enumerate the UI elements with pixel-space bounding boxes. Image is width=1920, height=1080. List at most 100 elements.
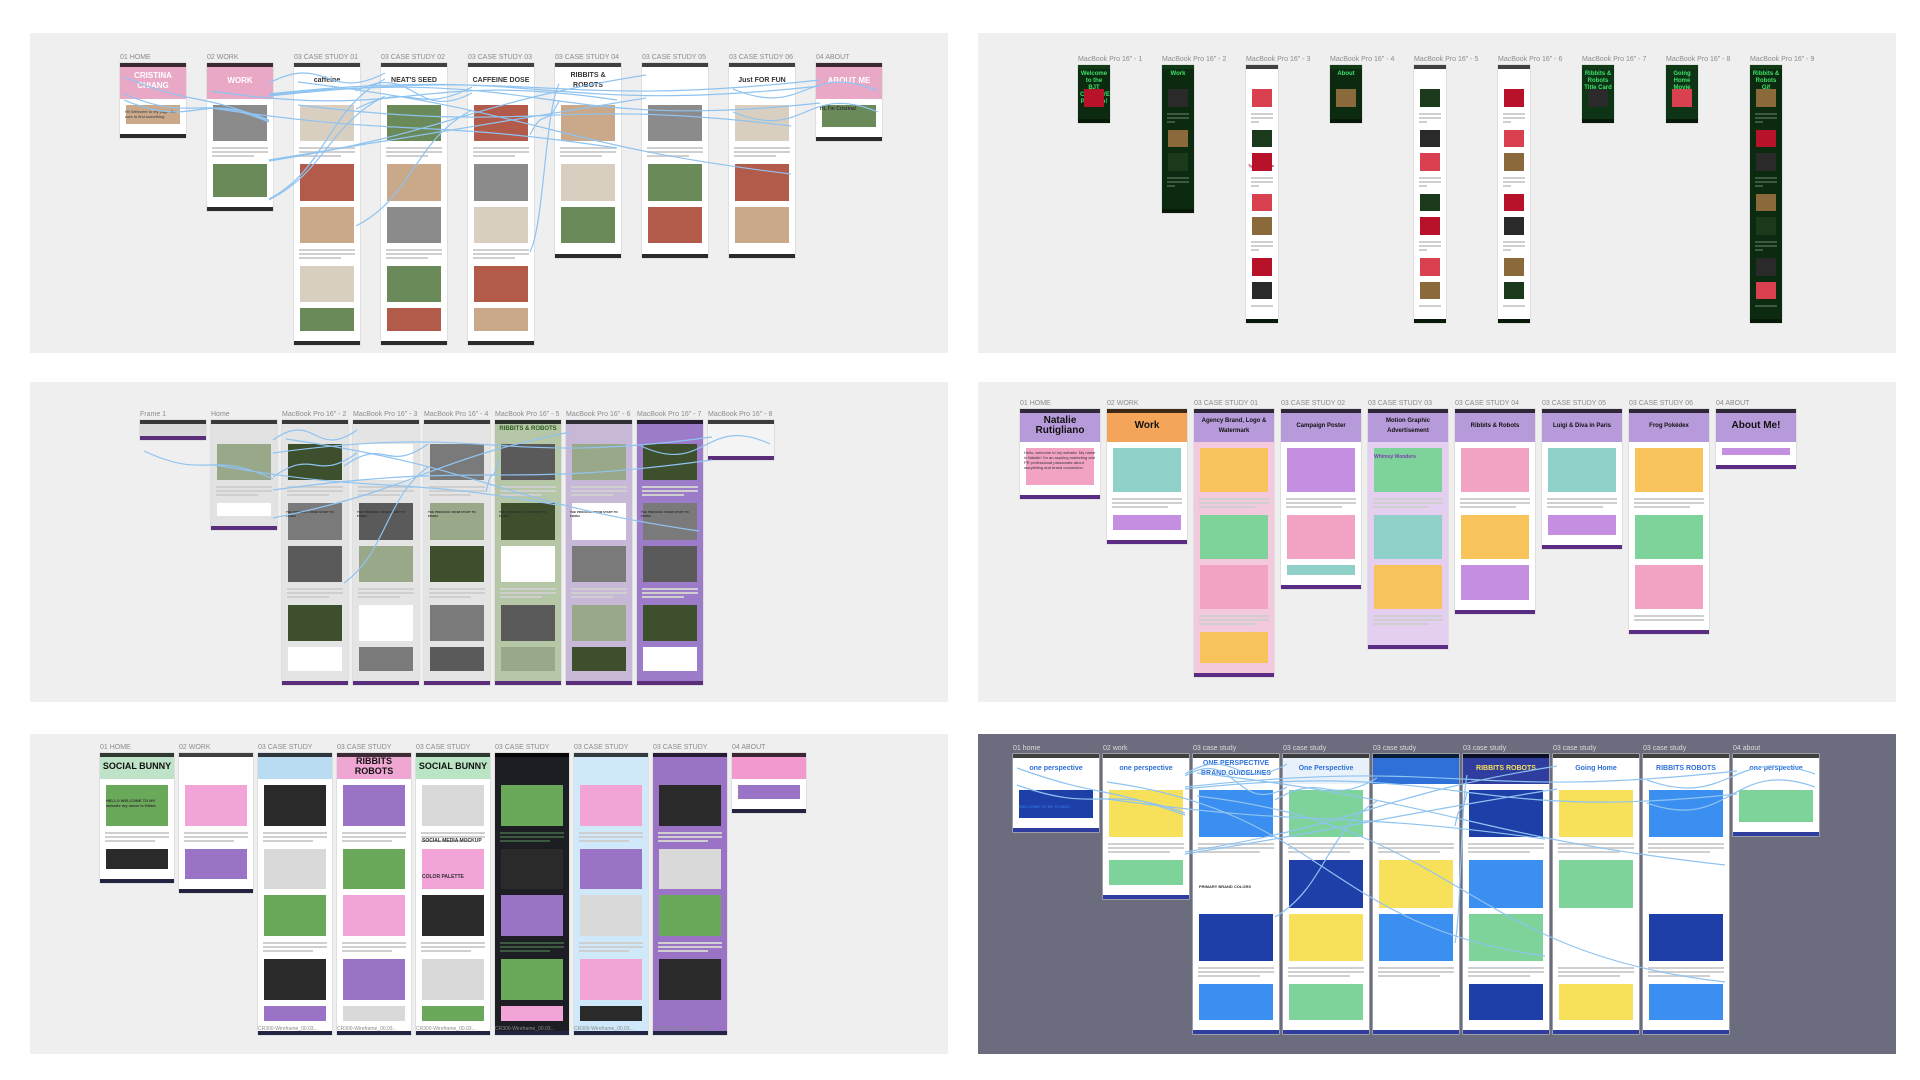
image-thumbnail[interactable] xyxy=(1420,153,1440,171)
image-thumbnail[interactable] xyxy=(572,444,626,481)
artboard-frame[interactable] xyxy=(1498,65,1530,323)
artboard-frame[interactable]: ABOUT ME xyxy=(816,63,882,141)
frame-label[interactable]: 03 CASE STUDY xyxy=(416,744,471,751)
image-thumbnail[interactable] xyxy=(300,308,354,331)
artboard-frame[interactable] xyxy=(732,753,806,813)
artboard-frame[interactable] xyxy=(574,753,648,1035)
image-thumbnail[interactable] xyxy=(1252,89,1272,107)
image-thumbnail[interactable] xyxy=(474,164,528,201)
image-thumbnail[interactable] xyxy=(1756,153,1776,171)
image-thumbnail[interactable] xyxy=(387,105,441,142)
artboard-frame[interactable] xyxy=(1246,65,1278,323)
image-thumbnail[interactable] xyxy=(359,503,413,540)
image-thumbnail[interactable] xyxy=(185,785,247,826)
frame-label[interactable]: 03 case study xyxy=(1193,745,1237,752)
image-thumbnail[interactable] xyxy=(735,206,789,243)
artboard-frame[interactable]: ONE PERSPECTIVE BRAND GUIDELINES xyxy=(1193,754,1279,1034)
image-thumbnail[interactable] xyxy=(1252,258,1272,276)
artboard-frame[interactable]: CAFFEINE DOSE xyxy=(468,63,534,345)
frame-label[interactable]: MacBook Pro 16" - 8 xyxy=(1666,56,1731,63)
image-thumbnail[interactable] xyxy=(343,848,405,890)
image-thumbnail[interactable] xyxy=(1548,448,1616,492)
artboard-frame[interactable]: Ribbits & Robots Gif xyxy=(1750,65,1782,323)
image-thumbnail[interactable] xyxy=(1504,89,1524,107)
image-thumbnail[interactable] xyxy=(1200,515,1268,559)
image-thumbnail[interactable] xyxy=(1504,217,1524,235)
image-thumbnail[interactable] xyxy=(1559,860,1633,908)
image-thumbnail[interactable] xyxy=(1379,860,1453,908)
image-thumbnail[interactable] xyxy=(1289,983,1363,1020)
image-thumbnail[interactable] xyxy=(659,848,721,890)
image-thumbnail[interactable] xyxy=(1722,448,1790,455)
artboard-frame[interactable]: Just FOR FUN xyxy=(729,63,795,258)
artboard-frame[interactable]: Frog Pokédex xyxy=(1629,409,1709,634)
frame-label[interactable]: 02 WORK xyxy=(207,54,239,61)
image-thumbnail[interactable] xyxy=(288,503,342,540)
image-thumbnail[interactable] xyxy=(648,105,702,142)
image-thumbnail[interactable] xyxy=(264,785,326,826)
image-thumbnail[interactable] xyxy=(213,164,267,197)
image-thumbnail[interactable] xyxy=(501,503,555,540)
image-thumbnail[interactable] xyxy=(580,848,642,890)
image-thumbnail[interactable] xyxy=(1420,129,1440,148)
image-thumbnail[interactable] xyxy=(1559,913,1633,961)
frame-label[interactable]: 01 HOME xyxy=(1020,400,1051,407)
image-thumbnail[interactable] xyxy=(1252,217,1272,235)
image-thumbnail[interactable] xyxy=(430,604,484,642)
image-thumbnail[interactable] xyxy=(1756,281,1776,300)
frame-label[interactable]: 03 CASE STUDY 06 xyxy=(729,54,794,61)
image-thumbnail[interactable] xyxy=(359,647,413,671)
image-thumbnail[interactable] xyxy=(659,959,721,1000)
image-thumbnail[interactable] xyxy=(1504,153,1524,171)
image-thumbnail[interactable] xyxy=(572,545,626,582)
image-thumbnail[interactable] xyxy=(288,444,342,481)
image-thumbnail[interactable] xyxy=(387,206,441,243)
image-thumbnail[interactable] xyxy=(1672,89,1692,107)
artboard-frame[interactable] xyxy=(1373,754,1459,1034)
frame-label[interactable]: 04 about xyxy=(1733,745,1761,752)
artboard-frame[interactable] xyxy=(353,420,419,685)
image-thumbnail[interactable] xyxy=(474,206,528,243)
image-thumbnail[interactable] xyxy=(422,785,484,826)
image-thumbnail[interactable] xyxy=(580,895,642,937)
image-thumbnail[interactable] xyxy=(1252,153,1272,171)
frame-label[interactable]: 03 CASE STUDY 03 xyxy=(468,54,533,61)
image-thumbnail[interactable] xyxy=(1756,193,1776,212)
frame-label[interactable]: MacBook Pro 16" - 9 xyxy=(1750,56,1815,63)
frame-label[interactable]: Frame 1 xyxy=(140,411,167,418)
artboard-frame[interactable]: Luigi & Diva in Paris xyxy=(1542,409,1622,549)
image-thumbnail[interactable] xyxy=(1200,448,1268,492)
image-thumbnail[interactable] xyxy=(430,503,484,540)
image-thumbnail[interactable] xyxy=(580,1005,642,1021)
frame-label[interactable]: 01 home xyxy=(1013,745,1041,752)
frame-label[interactable]: 03 CASE STUDY 05 xyxy=(1542,400,1607,407)
image-thumbnail[interactable] xyxy=(643,444,697,481)
frame-label[interactable]: 01 HOME xyxy=(120,54,151,61)
image-thumbnail[interactable] xyxy=(185,848,247,879)
frame-label[interactable]: 03 case study xyxy=(1463,745,1507,752)
image-thumbnail[interactable] xyxy=(561,105,615,142)
image-thumbnail[interactable] xyxy=(735,105,789,142)
artboard-frame[interactable]: Ribbits & Robots Title Card xyxy=(1582,65,1614,123)
image-thumbnail[interactable] xyxy=(643,604,697,642)
image-thumbnail[interactable] xyxy=(387,308,441,331)
image-thumbnail[interactable] xyxy=(501,1005,563,1021)
frame-label[interactable]: 02 work xyxy=(1103,745,1128,752)
artboard-frame[interactable] xyxy=(282,420,348,685)
image-thumbnail[interactable] xyxy=(300,206,354,243)
artboard-frame[interactable]: About Me! xyxy=(1716,409,1796,469)
artboard-frame[interactable]: RIBBITS ROBOTS xyxy=(1643,754,1729,1034)
frame-label[interactable]: MacBook Pro 16" - 8 xyxy=(708,411,773,418)
artboard-frame[interactable]: RIBBITS & ROBOTS xyxy=(495,420,561,685)
image-thumbnail[interactable] xyxy=(572,647,626,671)
image-thumbnail[interactable] xyxy=(1379,790,1453,838)
image-thumbnail[interactable] xyxy=(1756,89,1776,107)
artboard-frame[interactable] xyxy=(140,420,206,440)
frame-label[interactable]: 03 CASE STUDY 05 xyxy=(642,54,707,61)
artboard-frame[interactable]: Agency Brand, Logo & Watermark xyxy=(1194,409,1274,677)
image-thumbnail[interactable] xyxy=(1287,515,1355,559)
image-thumbnail[interactable] xyxy=(343,895,405,937)
artboard-frame[interactable] xyxy=(642,63,708,258)
